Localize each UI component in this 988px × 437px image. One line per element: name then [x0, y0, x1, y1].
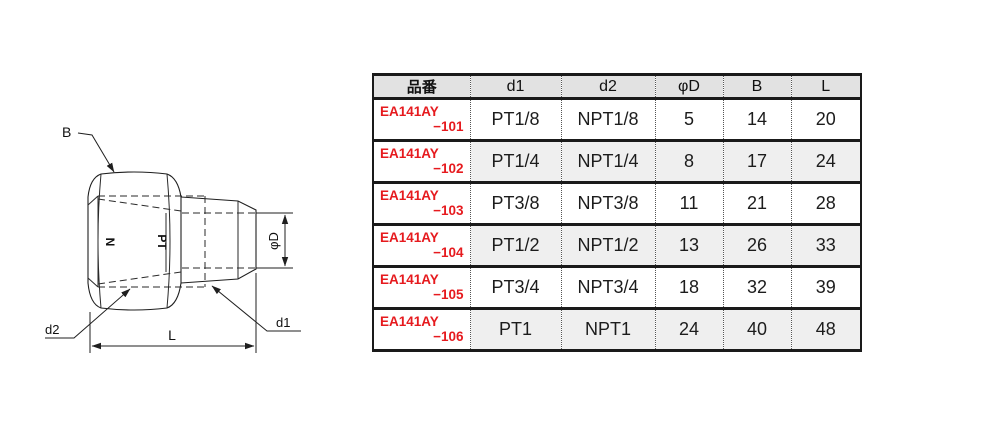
- part-number-cell: EA141AY−103: [373, 182, 470, 225]
- spec-value-d1: PT3/8: [469, 182, 561, 225]
- part-number-suffix: −103: [433, 203, 464, 218]
- part-number-cell: EA141AY−102: [373, 140, 470, 183]
- header-b: B: [722, 74, 791, 99]
- part-number-cell: EA141AY−106: [373, 308, 470, 351]
- spec-value-d2: NPT1/8: [560, 98, 655, 141]
- spec-value-d2: NPT1/2: [560, 224, 655, 267]
- header-l: L: [790, 74, 861, 99]
- part-number-suffix: −101: [433, 119, 464, 134]
- spec-value-phi_d: 11: [654, 182, 723, 225]
- part-number-prefix: EA141AY: [380, 104, 439, 119]
- spec-value-phi_d: 5: [654, 98, 723, 141]
- bore-taper-bottom-dashed: [97, 271, 182, 285]
- part-number-prefix: EA141AY: [380, 314, 439, 329]
- d2-label: d2: [45, 322, 59, 337]
- part-number-cell: EA141AY−101: [373, 98, 470, 141]
- thread-type-left-label: N: [103, 238, 117, 247]
- part-number-suffix: −106: [433, 329, 464, 344]
- spec-value-l: 48: [790, 308, 861, 351]
- part-number-suffix: −102: [433, 161, 464, 176]
- part-number-suffix: −105: [433, 287, 464, 302]
- bore-entry-chamfer-bottom: [87, 277, 99, 288]
- b-leader-line: [77, 132, 115, 173]
- spec-value-d1: PT1/2: [469, 224, 561, 267]
- part-number-prefix: EA141AY: [380, 188, 439, 203]
- d1-leader-line: [211, 285, 301, 332]
- spec-value-b: 40: [722, 308, 791, 351]
- part-number-prefix: EA141AY: [380, 230, 439, 245]
- hex-facet-right: [166, 173, 171, 309]
- part-number-prefix: EA141AY: [380, 272, 439, 287]
- spec-value-b: 26: [722, 224, 791, 267]
- spec-value-phi_d: 13: [654, 224, 723, 267]
- spec-value-phi_d: 8: [654, 140, 723, 183]
- spec-value-d2: NPT1: [560, 308, 655, 351]
- part-number-cell: EA141AY−104: [373, 224, 470, 267]
- spec-value-d1: PT3/4: [469, 266, 561, 309]
- spec-value-phi_d: 24: [654, 308, 723, 351]
- spec-value-b: 32: [722, 266, 791, 309]
- thread-type-right-label: PT: [155, 234, 169, 250]
- spec-value-l: 28: [790, 182, 861, 225]
- spec-value-b: 14: [722, 98, 791, 141]
- bore-entry-chamfer-top: [87, 195, 99, 206]
- spec-value-l: 33: [790, 224, 861, 267]
- header-part-number: 品番: [373, 74, 470, 99]
- spec-value-l: 39: [790, 266, 861, 309]
- header-d2: d2: [560, 74, 655, 99]
- part-number-cell: EA141AY−105: [373, 266, 470, 309]
- fitting-diagram: N PT B φD L d2 d1: [45, 124, 301, 353]
- spec-value-l: 20: [790, 98, 861, 141]
- part-number-suffix: −104: [433, 245, 464, 260]
- part-number-prefix: EA141AY: [380, 146, 439, 161]
- label-b: B: [62, 124, 71, 140]
- spec-value-d1: PT1: [469, 308, 561, 351]
- l-label: L: [168, 327, 176, 343]
- header-row: 品番 d1 d2 φD B L: [373, 74, 861, 99]
- spec-value-d1: PT1/4: [469, 140, 561, 183]
- spec-value-b: 17: [722, 140, 791, 183]
- spec-value-l: 24: [790, 140, 861, 183]
- male-thread-outline: [180, 196, 257, 284]
- bore-taper-top-dashed: [97, 198, 182, 212]
- spec-value-b: 21: [722, 182, 791, 225]
- spec-value-d2: NPT3/4: [560, 266, 655, 309]
- spec-value-d2: NPT3/8: [560, 182, 655, 225]
- header-d1: d1: [469, 74, 561, 99]
- phi-d-label: φD: [266, 232, 281, 250]
- spec-value-phi_d: 18: [654, 266, 723, 309]
- d1-label: d1: [276, 315, 290, 330]
- spec-value-d2: NPT1/4: [560, 140, 655, 183]
- d2-leader-line: [45, 288, 131, 339]
- header-phi-d: φD: [654, 74, 723, 99]
- spec-value-d1: PT1/8: [469, 98, 561, 141]
